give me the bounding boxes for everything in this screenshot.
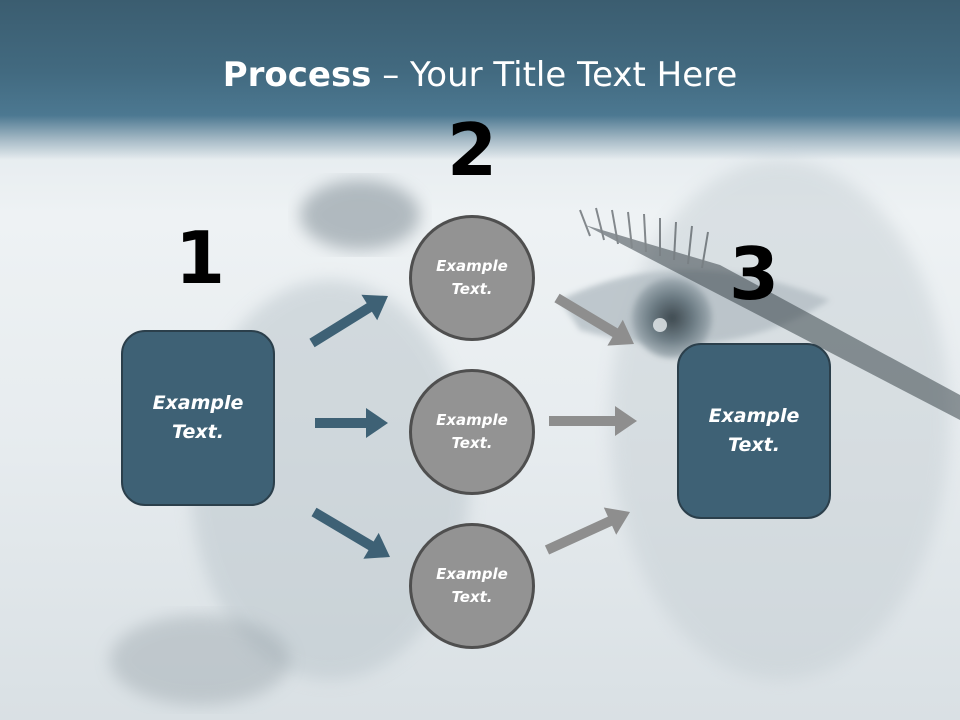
circle-bottom-line2: Text. [451, 588, 493, 606]
middle-circle-top: Example Text. [409, 215, 535, 341]
left-box-line1: Example [152, 392, 244, 414]
circle-top-line2: Text. [451, 280, 493, 298]
step-number-3: 3 [728, 232, 780, 316]
header-band [0, 0, 960, 160]
right-box-line2: Text. [728, 434, 780, 456]
circle-bottom-line1: Example [436, 565, 508, 583]
left-box-line2: Text. [172, 421, 224, 443]
middle-circle-bottom: Example Text. [409, 523, 535, 649]
right-process-box: Example Text. [677, 343, 831, 519]
title-rest: – Your Title Text Here [371, 55, 738, 95]
title-bold: Process [222, 55, 372, 95]
left-process-box: Example Text. [121, 330, 275, 506]
circle-top-line1: Example [436, 257, 508, 275]
circle-center-line2: Text. [451, 434, 493, 452]
step-number-2: 2 [446, 108, 498, 192]
middle-circle-center: Example Text. [409, 369, 535, 495]
step-number-1: 1 [174, 216, 226, 300]
circle-center-line1: Example [436, 411, 508, 429]
slide-title: Process – Your Title Text Here [0, 52, 960, 98]
right-box-line1: Example [708, 405, 800, 427]
